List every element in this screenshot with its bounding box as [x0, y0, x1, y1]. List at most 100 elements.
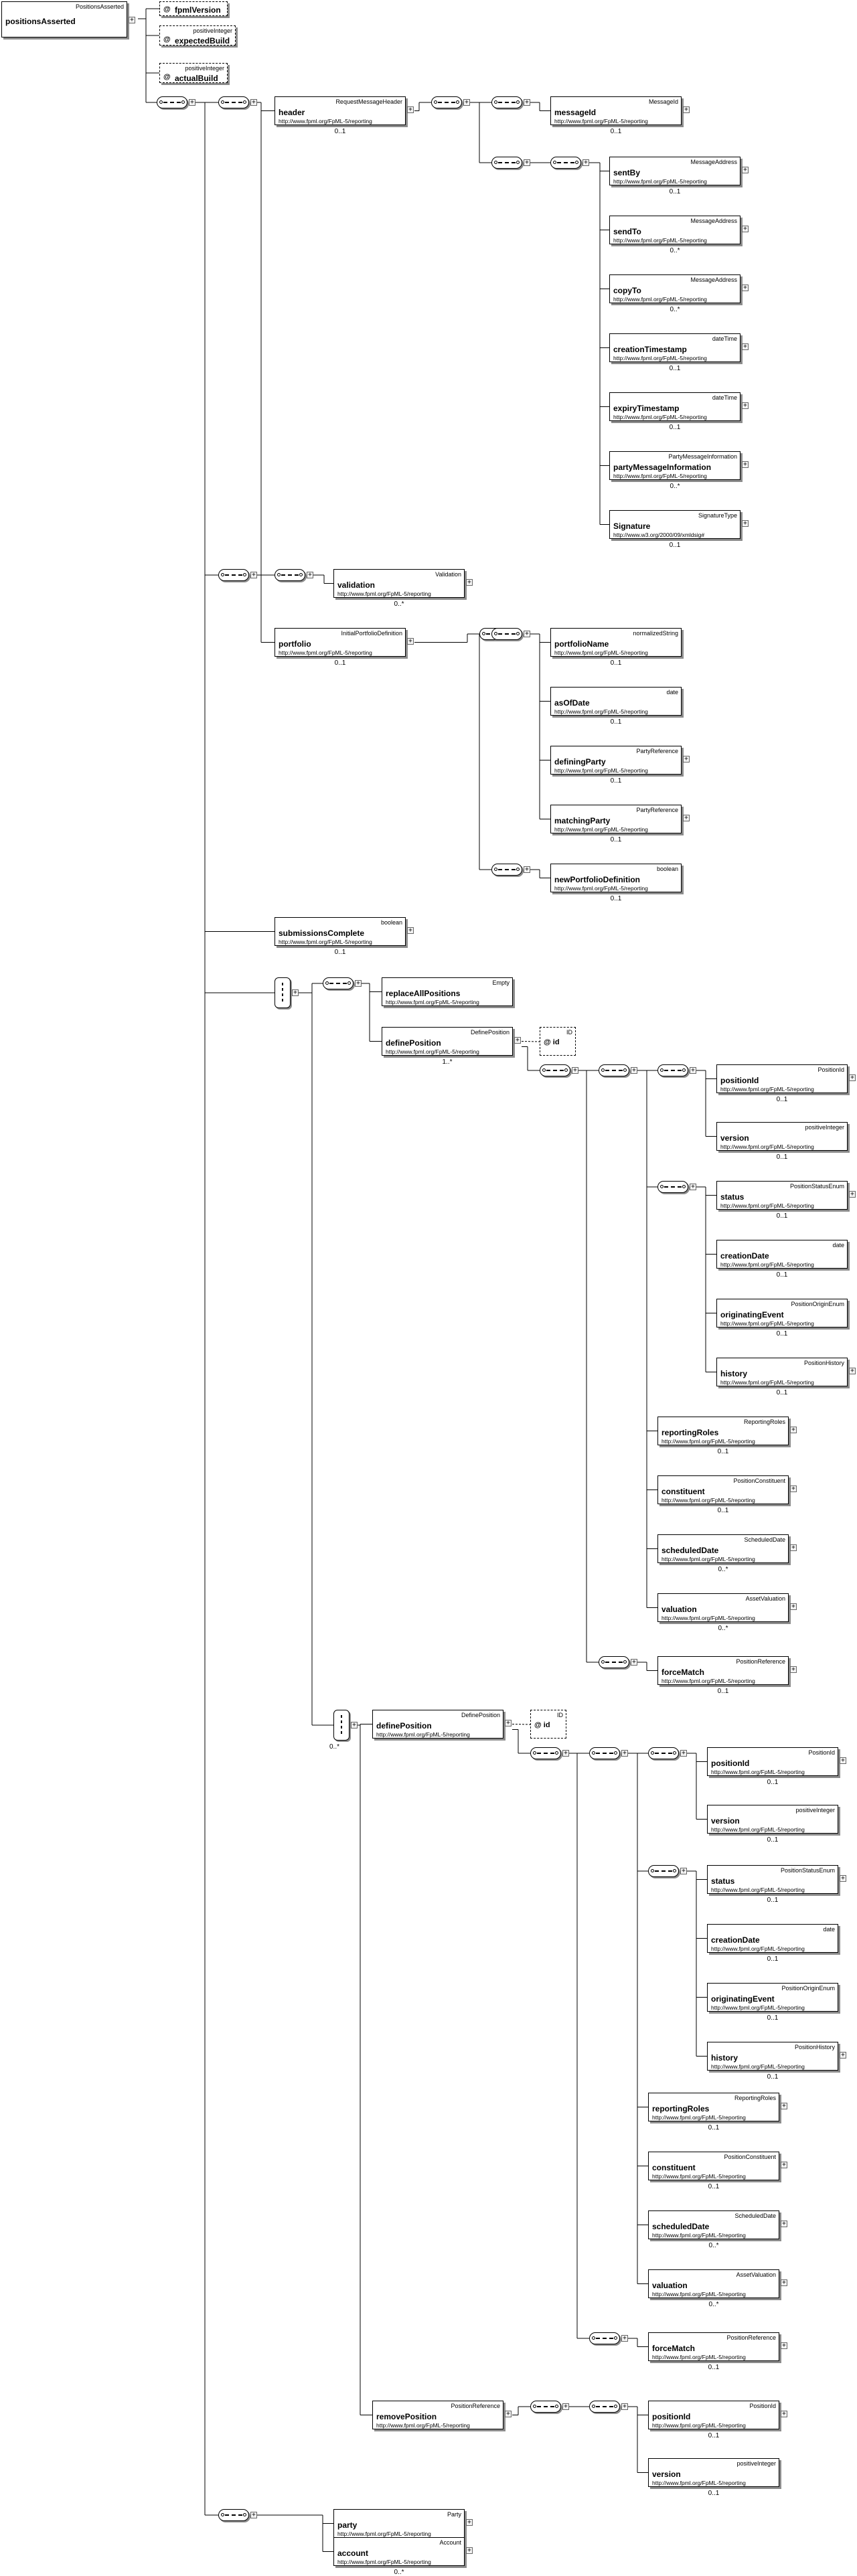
- sequence-compositor[interactable]: +: [491, 96, 530, 108]
- expand-icon[interactable]: +: [781, 2411, 787, 2417]
- expand-icon[interactable]: +: [631, 1067, 637, 1074]
- sequence-compositor[interactable]: +: [491, 628, 530, 640]
- expand-icon[interactable]: +: [742, 343, 749, 350]
- attribute-actualBuild[interactable]: positiveInteger@actualBuild: [159, 63, 228, 83]
- sequence-compositor[interactable]: +: [657, 1064, 696, 1076]
- expand-icon[interactable]: +: [683, 815, 690, 821]
- sequence-compositor[interactable]: +: [589, 2401, 628, 2413]
- attribute-id[interactable]: ID@ id: [530, 1710, 566, 1739]
- expand-icon[interactable]: +: [690, 1184, 696, 1190]
- expand-icon[interactable]: +: [505, 1720, 512, 1726]
- expand-icon[interactable]: +: [680, 1750, 687, 1757]
- sequence-compositor[interactable]: +: [648, 1865, 687, 1877]
- expand-icon[interactable]: +: [572, 1067, 578, 1074]
- expand-icon[interactable]: +: [621, 2403, 628, 2410]
- expand-icon[interactable]: +: [790, 1666, 797, 1673]
- expand-icon[interactable]: +: [742, 461, 749, 468]
- expand-icon[interactable]: +: [407, 106, 414, 113]
- expand-icon[interactable]: +: [524, 866, 530, 873]
- attribute-expectedBuild[interactable]: positiveInteger@expectedBuild: [159, 25, 236, 46]
- expand-icon[interactable]: +: [781, 2279, 787, 2286]
- expand-icon[interactable]: +: [562, 2403, 569, 2410]
- expand-icon[interactable]: +: [466, 2547, 473, 2554]
- sequence-compositor[interactable]: +: [275, 569, 313, 581]
- expand-icon[interactable]: +: [189, 99, 196, 106]
- expand-icon[interactable]: +: [524, 631, 530, 637]
- expand-icon[interactable]: +: [307, 572, 313, 578]
- expand-icon[interactable]: +: [621, 2335, 628, 2342]
- expand-icon[interactable]: +: [129, 17, 135, 23]
- sequence-compositor[interactable]: +: [491, 157, 530, 169]
- expand-icon[interactable]: +: [250, 572, 257, 578]
- expand-icon[interactable]: +: [742, 520, 749, 527]
- expand-icon[interactable]: +: [790, 1485, 797, 1492]
- expand-icon[interactable]: +: [781, 2162, 787, 2168]
- expand-icon[interactable]: +: [463, 99, 470, 106]
- sequence-compositor[interactable]: +: [218, 2509, 257, 2521]
- expand-icon[interactable]: +: [742, 167, 749, 173]
- sequence-compositor[interactable]: +: [157, 96, 196, 108]
- expand-icon[interactable]: +: [355, 980, 362, 987]
- expand-icon[interactable]: +: [742, 285, 749, 291]
- attribute-fpmlVersion[interactable]: @fpmlVersion: [159, 1, 228, 16]
- expand-icon[interactable]: +: [790, 1544, 797, 1551]
- expand-icon[interactable]: +: [742, 226, 749, 232]
- choice-compositor[interactable]: +: [275, 977, 299, 1008]
- expand-icon[interactable]: +: [840, 1875, 846, 1882]
- expand-icon[interactable]: +: [680, 1868, 687, 1874]
- expand-icon[interactable]: +: [407, 927, 414, 934]
- expand-icon[interactable]: +: [781, 2103, 787, 2109]
- expand-icon[interactable]: +: [562, 1750, 569, 1757]
- sequence-compositor[interactable]: +: [599, 1656, 637, 1668]
- expand-icon[interactable]: +: [466, 2519, 473, 2526]
- expand-icon[interactable]: +: [781, 2342, 787, 2349]
- expand-icon[interactable]: +: [292, 989, 299, 996]
- sequence-compositor[interactable]: +: [431, 96, 470, 108]
- expand-icon[interactable]: +: [514, 1037, 521, 1044]
- expand-icon[interactable]: +: [351, 1722, 358, 1728]
- expand-icon[interactable]: +: [849, 1074, 856, 1081]
- sequence-compositor[interactable]: +: [218, 569, 257, 581]
- sequence-compositor[interactable]: +: [648, 1747, 687, 1759]
- expand-icon[interactable]: +: [582, 159, 589, 166]
- expand-icon[interactable]: +: [683, 756, 690, 762]
- expand-icon[interactable]: +: [524, 99, 530, 106]
- expand-icon[interactable]: +: [790, 1603, 797, 1610]
- expand-icon[interactable]: +: [250, 2512, 257, 2518]
- sequence-compositor[interactable]: +: [323, 977, 362, 989]
- expand-icon[interactable]: +: [407, 638, 414, 645]
- sequence-compositor[interactable]: +: [491, 864, 530, 876]
